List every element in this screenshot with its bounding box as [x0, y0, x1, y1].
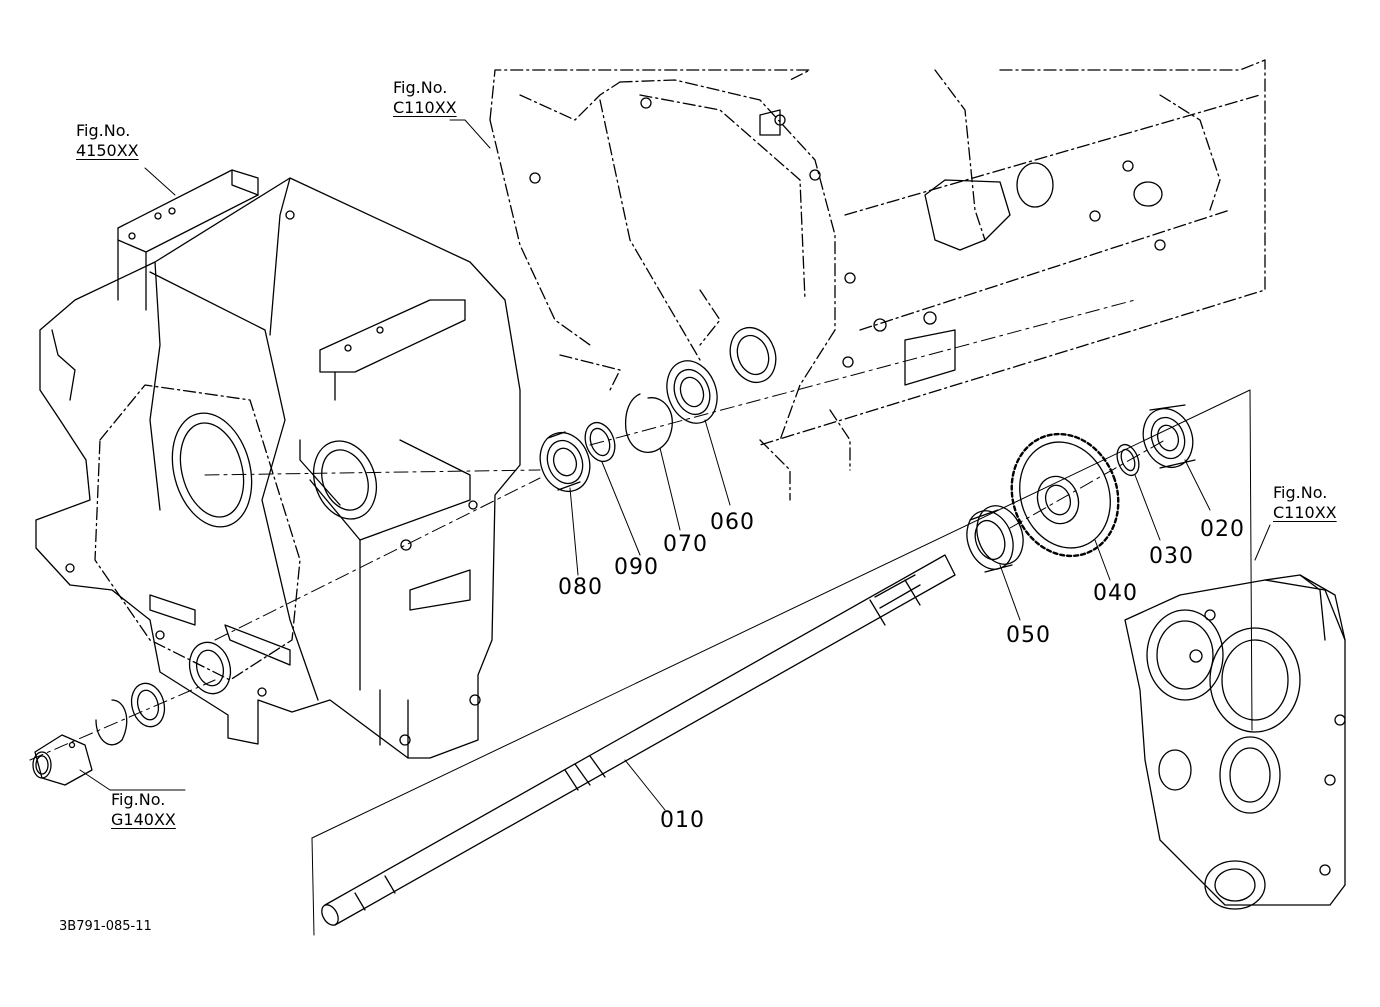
- fig-ref-code: G140XX: [111, 810, 176, 829]
- part-label-060[interactable]: 060: [710, 510, 755, 535]
- part-020-bearing: [1142, 404, 1196, 469]
- fig-ref-code: C110XX: [393, 98, 457, 117]
- part-080-seal: [539, 431, 591, 493]
- fig-ref-code: 4150XX: [76, 141, 139, 160]
- fig-ref-4150xx: Fig.No. 4150XX: [76, 121, 139, 161]
- part-050-sleeve: [966, 505, 1024, 573]
- part-label-090[interactable]: 090: [614, 555, 659, 580]
- part-label-010[interactable]: 010: [660, 808, 705, 833]
- part-label-080[interactable]: 080: [558, 575, 603, 600]
- housing-seal-ring: [729, 326, 777, 384]
- drawing-id: 3B791-085-11: [59, 919, 152, 934]
- assembly-outline: [311, 389, 1253, 936]
- part-label-030[interactable]: 030: [1149, 544, 1194, 569]
- part-label-020[interactable]: 020: [1200, 517, 1245, 542]
- part-030-ring: [1116, 443, 1140, 477]
- fig-ref-code: C110XX: [1273, 503, 1337, 522]
- part-040-gear: [1010, 432, 1120, 558]
- part-label-050[interactable]: 050: [1006, 623, 1051, 648]
- lower-left-parts: [32, 682, 166, 786]
- fig-ref-g140xx: Fig.No. G140XX: [111, 790, 176, 830]
- center-lines: [29, 299, 1166, 761]
- shaft-010: [321, 554, 956, 926]
- part-070-snap-ring: [624, 393, 673, 453]
- left-housing: [35, 169, 521, 759]
- fig-ref-c110xx-top: Fig.No. C110XX: [393, 78, 457, 118]
- fig-ref-title: Fig.No.: [393, 78, 448, 97]
- part-label-040[interactable]: 040: [1093, 581, 1138, 606]
- part-060-bearing: [666, 360, 718, 424]
- part-label-070[interactable]: 070: [663, 532, 708, 557]
- top-case-bolt-holes: [529, 97, 1166, 386]
- fig-ref-c110xx-right: Fig.No. C110XX: [1273, 483, 1337, 523]
- fig-ref-title: Fig.No.: [1273, 483, 1328, 502]
- right-cover: [1124, 574, 1346, 910]
- fig-ref-title: Fig.No.: [111, 790, 166, 809]
- fig-ref-title: Fig.No.: [76, 121, 131, 140]
- leader-lines: [79, 119, 1271, 811]
- top-case-dashed: [489, 59, 1266, 501]
